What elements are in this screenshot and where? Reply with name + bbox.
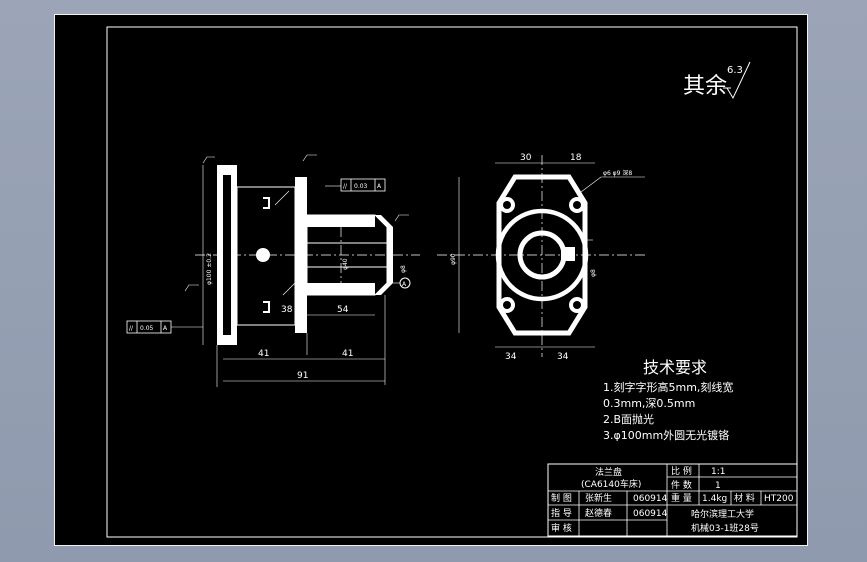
tolerance-frame-left: // 0.05 A — [126, 320, 203, 334]
technical-requirements: 技术要求 1.刻字字形高5mm,刻线宽 0.3mm,深0.5mm 2.B面抛光 … — [603, 358, 733, 442]
dim-front-bore: φ40 — [342, 258, 349, 270]
tb-guide-date: 060914 — [633, 509, 668, 519]
tech-req-title: 技术要求 — [643, 358, 707, 377]
tb-material-value: HT200 — [764, 494, 794, 504]
dim-side-right-small: φ8 — [590, 269, 597, 277]
tb-material-label: 材 料 — [734, 492, 755, 504]
tol-left-symbol: // — [129, 325, 134, 332]
tb-weight-label: 重 量 — [671, 492, 692, 504]
tech-req-item-3: 2.B面抛光 — [603, 412, 654, 426]
tb-part-name: 法兰盘 — [595, 466, 622, 478]
side-view: 30 18 34 34 φ90 φ6 φ9 深8 φ8 — [437, 153, 647, 362]
tb-scale-value: 1:1 — [711, 467, 725, 477]
dim-front-overall: 91 — [297, 371, 308, 381]
tol-top-datum: A — [377, 183, 382, 190]
dim-front-bottom-right: 41 — [342, 349, 353, 359]
tb-class-no: 机械03-1班28号 — [691, 522, 759, 534]
dim-front-bore-right: φ8 — [400, 265, 407, 273]
tb-weight-value: 1.4kg — [702, 494, 727, 504]
front-section-view: 41 41 91 38 54 φ100 ±0.2 φ40 φ8 A — [184, 154, 420, 387]
tb-scale-label: 比 例 — [671, 465, 692, 477]
tol-top-symbol: // — [343, 183, 348, 190]
tol-top-value: 0.03 — [354, 183, 368, 190]
tb-qty-value: 1 — [715, 481, 721, 491]
surface-finish-value: 6.3 — [727, 65, 743, 76]
surface-finish-label: 其余 — [683, 74, 727, 99]
dim-front-inner-1: 38 — [281, 305, 293, 315]
tech-req-item-4: 3.φ100mm外圆无光镀铬 — [603, 428, 729, 442]
dim-front-bottom-left: 41 — [258, 349, 269, 359]
dim-side-top-right: 18 — [570, 153, 582, 163]
dim-side-bottom-left: 34 — [505, 352, 517, 362]
dim-front-inner-2: 54 — [337, 305, 349, 315]
tb-part-sub: (CA6140车床) — [581, 478, 641, 490]
tech-req-item-1: 1.刻字字形高5mm,刻线宽 — [603, 380, 733, 394]
tb-drawn-date: 060914 — [633, 494, 668, 504]
datum-label: A — [402, 281, 407, 288]
drawing-sheet: 其余 6.3 — [54, 14, 808, 546]
tol-left-value: 0.05 — [140, 325, 154, 332]
tb-school: 哈尔滨理工大学 — [691, 508, 754, 520]
dim-side-bottom-right: 34 — [557, 352, 569, 362]
drawing-canvas: 其余 6.3 — [106, 26, 798, 538]
dim-front-left-dia: φ100 ±0.2 — [206, 253, 213, 285]
tb-qty-label: 件 数 — [671, 479, 692, 491]
tech-req-item-2: 0.3mm,深0.5mm — [603, 397, 695, 410]
tb-review-label: 审 核 — [551, 522, 572, 534]
dim-side-top-left: 30 — [520, 153, 532, 163]
tb-drawn-label: 制 图 — [551, 492, 572, 504]
surface-finish-symbol: 其余 6.3 — [683, 61, 751, 100]
tb-guide-label: 指 导 — [551, 507, 572, 519]
tol-left-datum: A — [163, 325, 168, 332]
dim-side-left-dia: φ90 — [450, 253, 457, 265]
dim-side-hole-callout: φ6 φ9 深8 — [603, 169, 632, 177]
inner-frame — [106, 26, 798, 538]
title-block: 法兰盘 (CA6140车床) 比 例 1:1 件 数 1 重 量 1.4kg 材… — [547, 463, 798, 537]
tolerance-frame-top: // 0.03 A — [325, 178, 386, 192]
tb-drawn-name: 张新生 — [585, 492, 612, 504]
tb-guide-name: 赵德春 — [585, 507, 612, 519]
